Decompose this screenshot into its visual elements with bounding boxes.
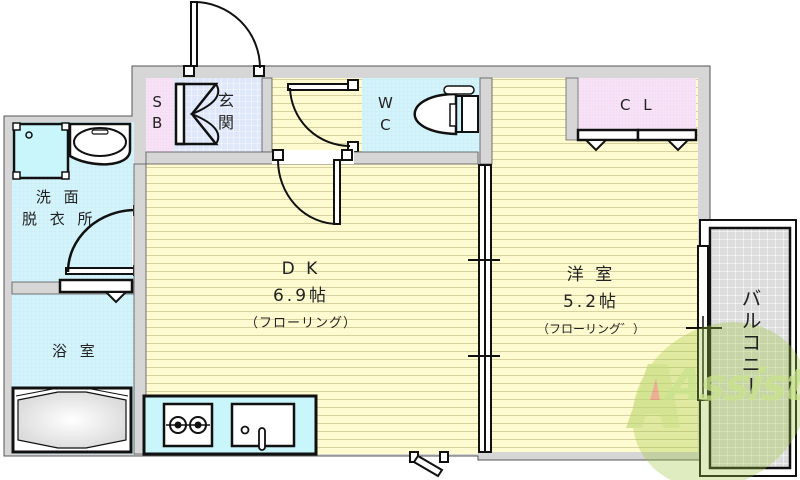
dk-flooring: （フローリング） (244, 316, 357, 331)
wc-label: W C (378, 92, 393, 136)
bathtub (11, 386, 133, 454)
bathroom-door[interactable] (58, 278, 134, 304)
kitchen-counter (142, 394, 318, 456)
sink (230, 402, 296, 451)
sb-label-line2: B (152, 114, 163, 132)
closet-doors[interactable] (576, 128, 698, 152)
assist-logo (626, 322, 800, 480)
stove (162, 402, 214, 448)
washroom-label: 洗 面 脱 衣 所 (22, 186, 97, 230)
washroom-label-line2: 脱 衣 所 (22, 210, 97, 228)
wc-label-line2: C (380, 116, 391, 134)
entrance-label: 玄 関 (218, 90, 234, 134)
bathroom-label: 浴 室 (52, 342, 99, 360)
room-sb (146, 78, 174, 152)
bottom-window[interactable] (409, 451, 449, 478)
western-room-size: 5.2帖 (562, 292, 620, 312)
assist-logo-text: Assist (664, 360, 800, 411)
closet-label: C L (620, 96, 656, 114)
wash-basin (68, 122, 132, 166)
sliding-partition[interactable] (468, 164, 500, 453)
sb-label: S B (152, 92, 162, 134)
wc-label-line1: W (378, 94, 393, 112)
wc-door[interactable] (287, 79, 359, 153)
hall-door[interactable] (272, 149, 354, 225)
entrance-label-line2: 関 (218, 113, 235, 132)
western-room-flooring: （フローリング゛） (536, 322, 645, 336)
room-closet (578, 78, 696, 130)
balcony (708, 226, 792, 470)
dk-label: D K 6.9帖 （フローリング） (226, 256, 376, 337)
entrance-label-line1: 玄 (218, 91, 235, 110)
entrance-door[interactable] (183, 1, 265, 77)
western-room-label: 洋 室 5.2帖 （フローリング゛） (516, 262, 666, 343)
washroom-label-line1: 洗 面 (35, 188, 83, 206)
washing-machine-pan (12, 122, 70, 180)
dk-name: D K (281, 259, 321, 279)
western-room-name: 洋 室 (566, 265, 616, 285)
dk-size: 6.9帖 (272, 286, 330, 306)
sb-door[interactable] (174, 82, 220, 146)
balcony-window[interactable] (686, 245, 722, 401)
toilet (413, 85, 479, 136)
sb-label-line1: S (152, 93, 162, 111)
balcony-label: バルコニー (738, 288, 762, 398)
